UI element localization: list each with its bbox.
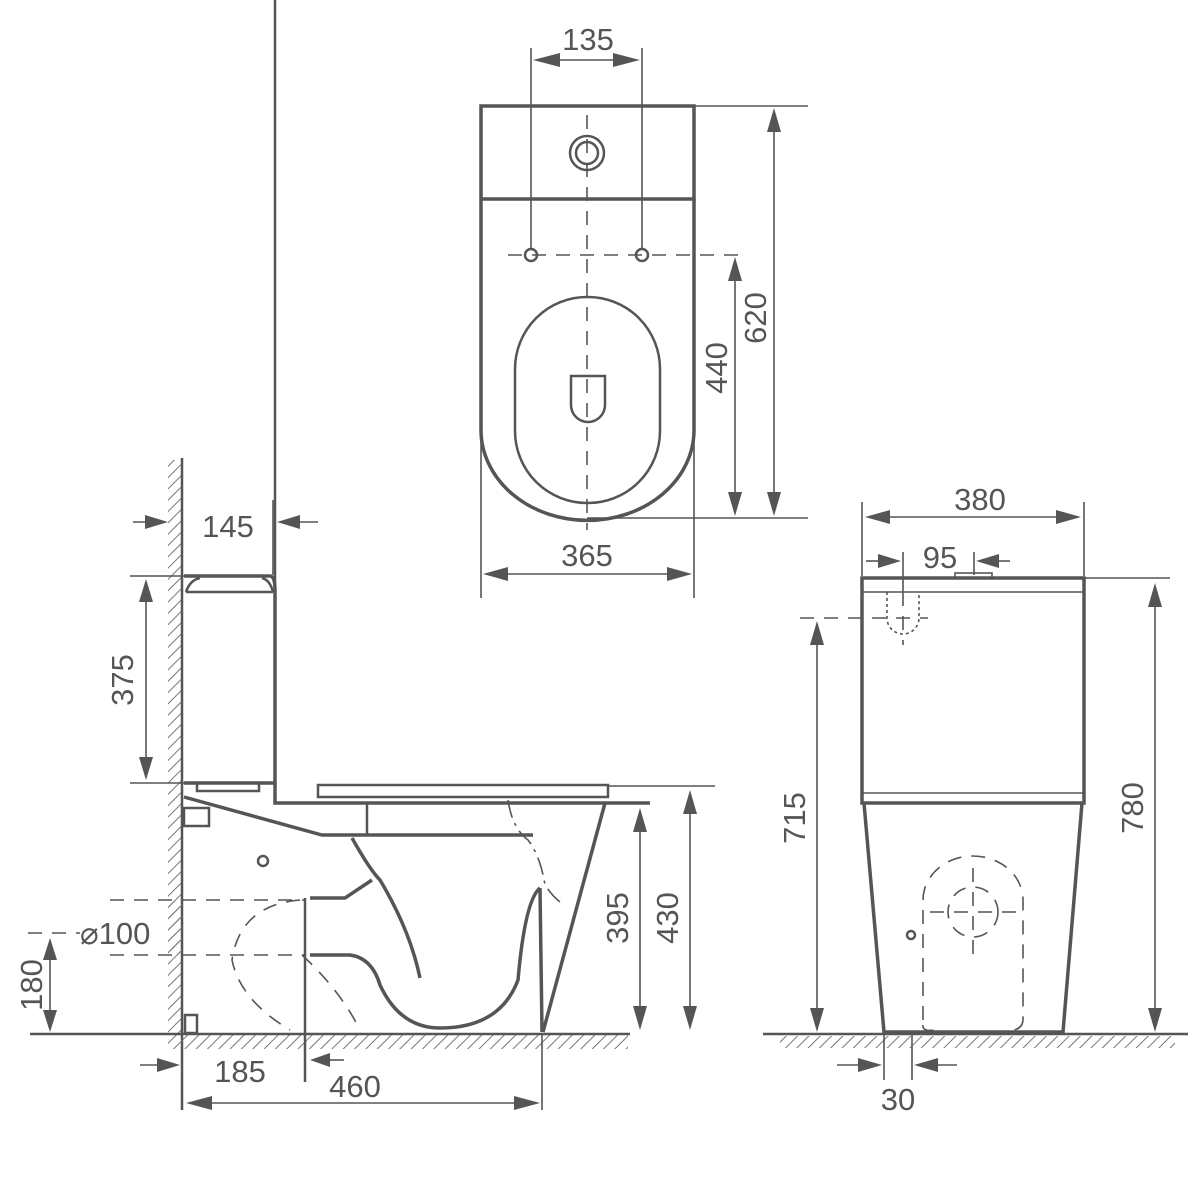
bowl-curve — [310, 886, 542, 1030]
side-view: ⌀100 180 145 375 185 460 — [14, 0, 715, 1110]
dim-440: 440 — [699, 342, 734, 394]
cistern-lid — [184, 576, 275, 594]
dim-185: 185 — [214, 1054, 266, 1089]
seat-top-line — [273, 783, 650, 805]
front-floor-hatch — [780, 1036, 1175, 1048]
floor-hatch — [168, 1035, 628, 1049]
dim-375: 375 — [105, 654, 140, 706]
dim-180: 180 — [14, 959, 49, 1011]
dim-395: 395 — [600, 892, 635, 944]
dim-145: 145 — [202, 509, 254, 544]
dim-715: 715 — [777, 792, 812, 844]
dim-430: 430 — [650, 892, 685, 944]
outlet-shape — [569, 374, 607, 424]
dim-780: 780 — [1115, 782, 1150, 834]
pan-front-slope — [541, 802, 607, 1033]
dim-365: 365 — [561, 538, 613, 573]
dim-30: 30 — [881, 1082, 915, 1117]
cistern-base — [195, 781, 261, 793]
seat-lid — [316, 783, 610, 799]
front-outlet-circle — [947, 886, 999, 938]
seat-profile-dashed — [507, 799, 566, 906]
trap-inner — [350, 837, 422, 979]
dim-460: 460 — [329, 1069, 381, 1104]
dim-620: 620 — [738, 292, 773, 344]
front-pan — [862, 802, 1084, 1034]
top-pan-outline — [479, 199, 696, 523]
top-view: 135 620 440 365 — [479, 22, 808, 598]
trap-upper — [310, 878, 373, 900]
dim-95: 95 — [923, 540, 957, 575]
dim-135: 135 — [562, 22, 614, 57]
outlet-arc — [231, 899, 301, 1031]
inlet-valve — [886, 592, 920, 635]
dim-380: 380 — [954, 482, 1006, 517]
seat-opening — [513, 295, 662, 505]
dim-diameter-100: ⌀100 — [80, 916, 150, 951]
front-cistern — [860, 576, 1086, 805]
wall-hatch — [168, 460, 182, 1035]
side-cistern — [184, 574, 277, 785]
pan-rim — [183, 795, 533, 837]
front-outlet-dashed — [922, 855, 1024, 1032]
front-view: 380 95 715 780 30 — [763, 482, 1188, 1117]
side-hole — [256, 854, 270, 868]
